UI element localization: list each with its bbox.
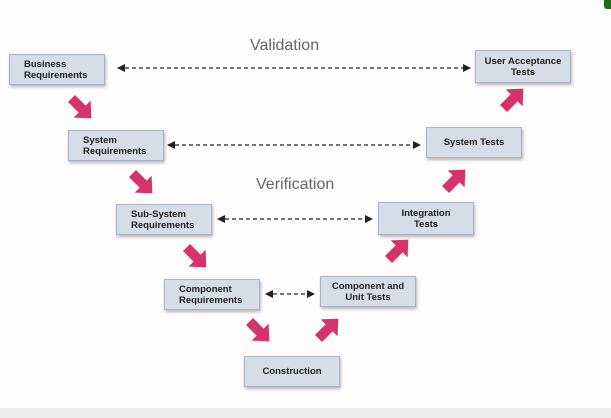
system-tests-box: System Tests (426, 127, 522, 158)
business-requirements-box: Business Requirements (9, 54, 105, 85)
sub-system-requirements-label: Sub-System Requirements (131, 208, 195, 231)
corner-mark (604, 0, 611, 9)
up-arrow-3 (441, 169, 466, 194)
construction-label: Construction (262, 366, 322, 377)
sub-system-requirements-box: Sub-System Requirements (116, 204, 212, 235)
down-arrow-2 (128, 169, 153, 194)
system-requirements-box: System Requirements (68, 130, 164, 161)
integration-tests-box: Integration Tests (378, 202, 474, 235)
component-requirements-label: Component Requirements (179, 283, 243, 306)
up-arrow-1 (314, 318, 339, 343)
pink-arrows (67, 88, 524, 343)
up-arrow-4 (499, 88, 524, 113)
bottom-strip (0, 408, 611, 418)
down-arrow-4 (245, 317, 270, 342)
component-unit-tests-box: Component and Unit Tests (320, 276, 416, 307)
verification-label: Verification (256, 176, 335, 193)
component-unit-tests-label: Component and Unit Tests (331, 280, 405, 303)
integration-tests-label: Integration Tests (401, 207, 451, 230)
validation-label: Validation (250, 37, 320, 54)
down-arrow-1 (67, 94, 92, 119)
system-tests-label: System Tests (443, 137, 505, 148)
construction-box: Construction (244, 356, 340, 387)
down-arrow-3 (182, 243, 207, 268)
user-acceptance-tests-box: User Acceptance Tests (475, 50, 571, 83)
user-acceptance-tests-label: User Acceptance Tests (484, 55, 562, 78)
component-requirements-box: Component Requirements (164, 279, 260, 310)
up-arrow-2 (384, 239, 409, 264)
business-requirements-label: Business Requirements (24, 58, 88, 81)
system-requirements-label: System Requirements (83, 134, 147, 157)
